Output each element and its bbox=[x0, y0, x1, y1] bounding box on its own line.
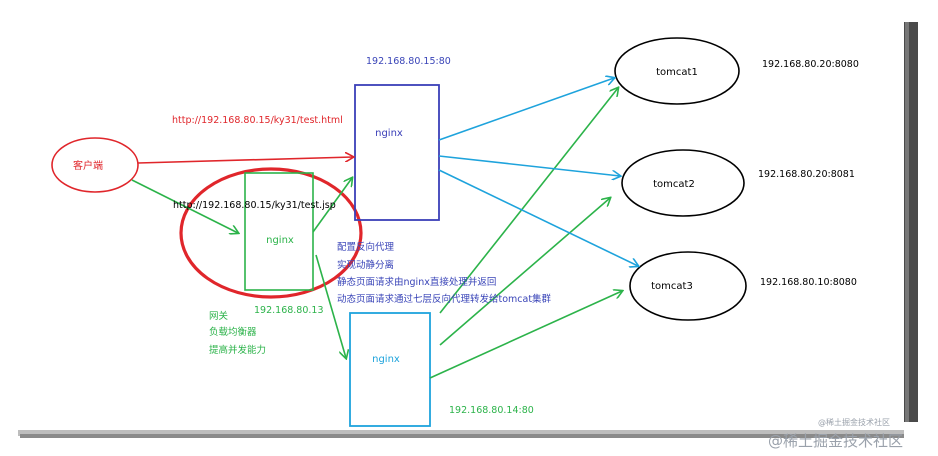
gateway-box bbox=[244, 172, 314, 291]
arrow-nginx-main-to-tomcat3 bbox=[438, 169, 638, 266]
gateway-note-1: 网关 bbox=[209, 310, 229, 322]
nginx-main-label: nginx bbox=[375, 128, 403, 139]
nginx-static-box bbox=[349, 312, 431, 427]
tomcat1-node: tomcat1 192.168.80.20:8080 bbox=[614, 37, 859, 105]
watermark-small: @稀土掘金技术社区 bbox=[818, 417, 890, 427]
nginx-main-ip: 192.168.80.15:80 bbox=[366, 56, 451, 67]
config-note-4: 动态页面请求通过七层反向代理转发给tomcat集群 bbox=[337, 293, 552, 305]
tomcat1-label: tomcat1 bbox=[656, 67, 698, 78]
tomcat3-ip: 192.168.80.10:8080 bbox=[760, 277, 857, 288]
tomcat1-ip: 192.168.80.20:8080 bbox=[762, 59, 859, 70]
gateway-notes: 网关 负载均衡器 提高并发能力 bbox=[209, 310, 266, 356]
arrow-gateway-to-nginx-main bbox=[312, 178, 352, 233]
nginx-static-label: nginx bbox=[372, 354, 400, 365]
gateway-note-3: 提高并发能力 bbox=[209, 344, 266, 356]
nginx-static-node: nginx 192.168.80.14:80 bbox=[349, 312, 534, 427]
client-ellipse bbox=[51, 137, 139, 193]
client-label: 客户端 bbox=[73, 159, 103, 172]
gateway-label: nginx bbox=[266, 235, 294, 246]
tomcat3-ellipse bbox=[629, 251, 747, 321]
url-jsp-label: http://192.168.80.15/ky31/test.jsp bbox=[173, 200, 336, 211]
arrow-static-to-tomcat3 bbox=[429, 291, 622, 379]
arrow-gateway-to-nginx-static bbox=[315, 254, 346, 358]
tomcat2-label: tomcat2 bbox=[653, 179, 695, 190]
config-note-1: 配置反向代理 bbox=[337, 241, 395, 253]
config-note-3: 静态页面请求由nginx直接处理并返回 bbox=[337, 276, 496, 288]
nginx-main-box bbox=[354, 84, 440, 221]
arrow-static-to-tomcat2 bbox=[439, 198, 610, 346]
nginx-main-node: nginx 192.168.80.15:80 bbox=[354, 56, 451, 221]
tomcat2-ellipse bbox=[621, 149, 745, 217]
watermark-large: @稀土掘金技术社区 bbox=[768, 432, 903, 450]
url-html-label: http://192.168.80.15/ky31/test.html bbox=[172, 115, 343, 126]
arrow-static-to-tomcat1 bbox=[439, 88, 618, 314]
arrow-nginx-main-to-tomcat1 bbox=[438, 78, 614, 141]
frame-shadow bbox=[18, 22, 918, 438]
tomcat1-ellipse bbox=[614, 37, 740, 105]
gateway-note-2: 负载均衡器 bbox=[209, 326, 257, 338]
client-node: 客户端 bbox=[51, 137, 139, 193]
config-notes: 配置反向代理 实现动静分离 静态页面请求由nginx直接处理并返回 动态页面请求… bbox=[337, 241, 552, 305]
nginx-static-ip: 192.168.80.14:80 bbox=[449, 405, 534, 416]
gateway-ip: 192.168.80.13 bbox=[254, 305, 324, 316]
config-note-2: 实现动静分离 bbox=[337, 259, 394, 271]
gateway-highlight-circle bbox=[179, 167, 363, 299]
gateway-node: nginx 192.168.80.13 bbox=[179, 167, 363, 316]
tomcat2-node: tomcat2 192.168.80.20:8081 bbox=[621, 149, 855, 217]
tomcat3-node: tomcat3 192.168.80.10:8080 bbox=[629, 251, 857, 321]
arrow-client-to-nginx-main bbox=[137, 157, 353, 164]
tomcat3-label: tomcat3 bbox=[651, 281, 693, 292]
tomcat2-ip: 192.168.80.20:8081 bbox=[758, 169, 855, 180]
arrow-nginx-main-to-tomcat2 bbox=[438, 155, 620, 176]
arrow-client-to-gateway bbox=[131, 179, 238, 233]
